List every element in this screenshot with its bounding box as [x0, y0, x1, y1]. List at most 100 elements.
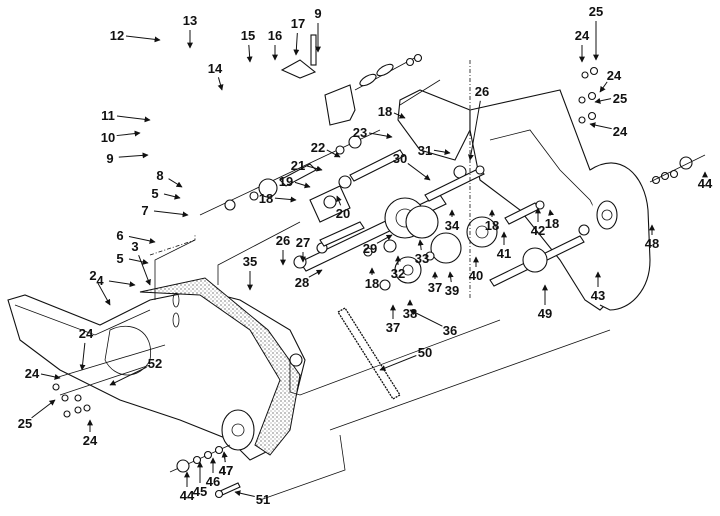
callout-label-5: 5 — [151, 186, 158, 201]
callout-leader-18 — [548, 209, 554, 216]
callout-label-50: 50 — [418, 345, 432, 360]
shift-lever-assembly — [280, 34, 423, 126]
callout-leader-28 — [308, 269, 323, 278]
callout-label-18: 18 — [545, 216, 559, 231]
callout-label-30: 30 — [393, 151, 407, 166]
callout-label-22: 22 — [311, 140, 325, 155]
callout-label-51: 51 — [256, 492, 270, 507]
callout-label-18: 18 — [365, 276, 379, 291]
callout-label-42: 42 — [531, 223, 545, 238]
right-hub-hardware — [649, 154, 706, 185]
callout-label-24: 24 — [83, 433, 98, 448]
callout-label-36: 36 — [443, 323, 457, 338]
callout-leader-24 — [589, 122, 612, 130]
callout-label-5: 5 — [116, 251, 123, 266]
callout-label-9: 9 — [314, 6, 321, 21]
callout-label-40: 40 — [469, 268, 483, 283]
callout-leader-25 — [594, 97, 612, 104]
callout-leader-51 — [234, 490, 255, 497]
callout-label-47: 47 — [219, 463, 233, 478]
callout-label-39: 39 — [445, 283, 459, 298]
callout-label-27: 27 — [296, 235, 310, 250]
callout-label-35: 35 — [243, 254, 257, 269]
callout-leader-21 — [306, 165, 323, 172]
callout-label-7: 7 — [141, 203, 148, 218]
callout-leader-15 — [246, 44, 253, 63]
callout-label-25: 25 — [18, 416, 32, 431]
callout-leader-8 — [168, 178, 183, 188]
callout-leader-25 — [31, 399, 56, 419]
callout-label-44: 44 — [180, 488, 195, 503]
callout-leader-24 — [599, 81, 608, 93]
callout-label-45: 45 — [193, 484, 207, 499]
callout-leader-5 — [163, 193, 181, 200]
callout-leader-5 — [128, 258, 149, 265]
callout-leader-24 — [40, 373, 61, 380]
callout-label-41: 41 — [497, 246, 511, 261]
callout-label-24: 24 — [613, 124, 628, 139]
callout-label-34: 34 — [445, 218, 460, 233]
callout-label-24: 24 — [607, 68, 622, 83]
callout-label-44: 44 — [698, 176, 713, 191]
callout-leader-31 — [433, 149, 451, 156]
callout-label-18: 18 — [259, 191, 273, 206]
callout-label-16: 16 — [268, 28, 282, 43]
callout-leader-33 — [417, 239, 424, 251]
callout-leader-26 — [467, 100, 481, 161]
callout-label-18: 18 — [378, 104, 392, 119]
callout-leader-36 — [409, 309, 443, 327]
callout-leader-29 — [376, 234, 393, 244]
callout-label-14: 14 — [208, 61, 223, 76]
callout-label-3: 3 — [131, 239, 138, 254]
callout-leader-18 — [274, 196, 297, 203]
callout-label-13: 13 — [183, 13, 197, 28]
callout-label-29: 29 — [363, 241, 377, 256]
callout-leader-7 — [153, 210, 189, 218]
callout-leader-2 — [97, 283, 111, 306]
right-bolts — [578, 66, 599, 124]
callout-leader-24 — [79, 342, 86, 371]
callout-label-2: 2 — [89, 268, 96, 283]
left-bolts — [52, 344, 166, 418]
callout-label-24: 24 — [25, 366, 40, 381]
callout-leader-39 — [447, 271, 454, 283]
callout-label-33: 33 — [415, 251, 429, 266]
callout-leader-4 — [108, 280, 136, 288]
callout-label-49: 49 — [538, 306, 552, 321]
callout-label-48: 48 — [645, 236, 659, 251]
callout-label-32: 32 — [391, 266, 405, 281]
callout-label-31: 31 — [418, 143, 432, 158]
callout-leader-18 — [393, 112, 406, 119]
callout-leader-3 — [138, 255, 151, 286]
callout-label-8: 8 — [156, 168, 163, 183]
callout-label-18: 18 — [485, 218, 499, 233]
callout-label-6: 6 — [116, 228, 123, 243]
callout-label-47: 47 — [219, 463, 233, 478]
callout-label-9: 9 — [106, 151, 113, 166]
callout-leader-10 — [116, 130, 141, 137]
callout-label-10: 10 — [101, 130, 115, 145]
callout-leader-50 — [379, 355, 417, 371]
callout-label-26: 26 — [276, 233, 290, 248]
callout-label-12: 12 — [110, 28, 124, 43]
callout-label-24: 24 — [79, 326, 94, 341]
reference-lines — [149, 60, 611, 501]
callout-leader-12 — [125, 35, 161, 43]
callout-label-11: 11 — [101, 108, 115, 123]
callout-label-23: 23 — [353, 125, 367, 140]
callout-label-37: 37 — [428, 280, 442, 295]
callout-leader-52 — [109, 366, 147, 386]
left-hub-hardware — [169, 444, 241, 499]
callout-label-15: 15 — [241, 28, 255, 43]
callout-label-28: 28 — [295, 275, 309, 290]
callout-leader-9 — [118, 152, 149, 159]
callout-label-4: 4 — [96, 273, 104, 288]
callout-leader-6 — [128, 236, 156, 244]
callout-leader-17 — [293, 32, 300, 56]
callout-label-52: 52 — [148, 356, 162, 371]
right-housing-half — [397, 89, 651, 311]
callout-label-26: 26 — [475, 84, 489, 99]
callout-label-46: 46 — [206, 474, 220, 489]
